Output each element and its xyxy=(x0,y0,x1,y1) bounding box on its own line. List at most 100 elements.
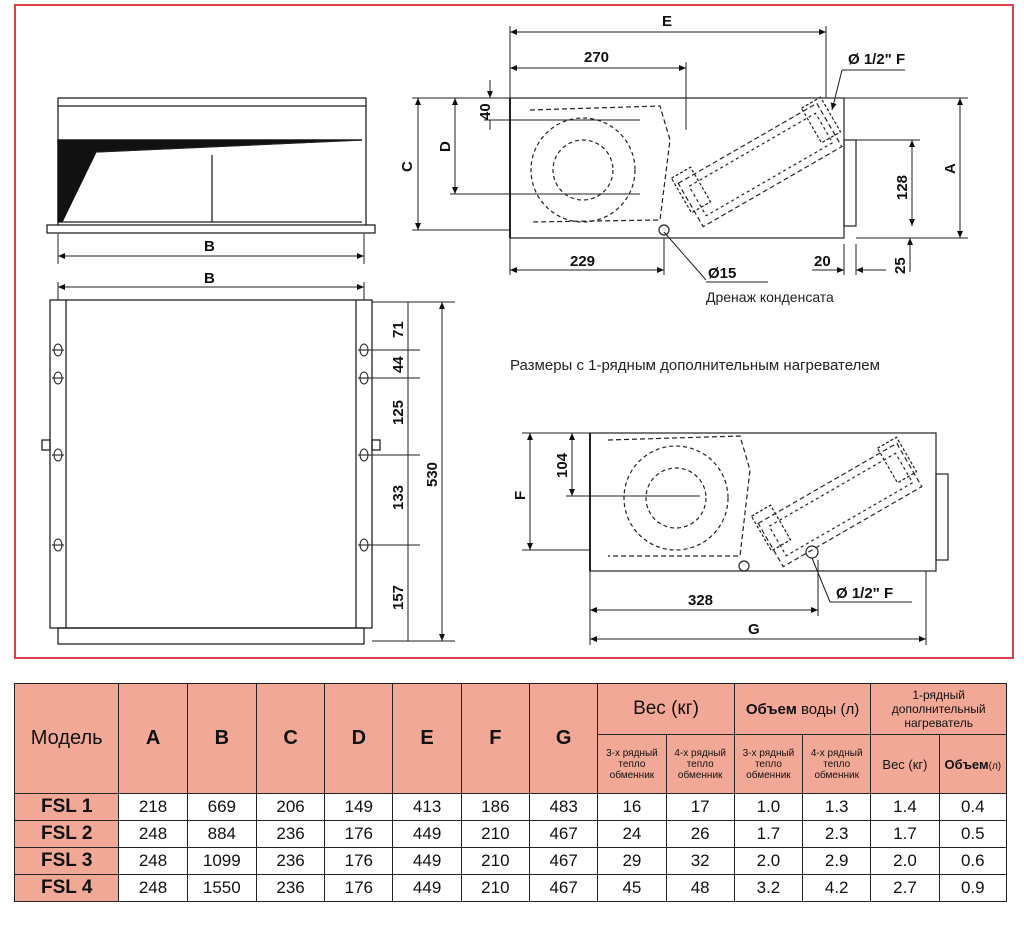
dim-530-label: 530 xyxy=(424,462,441,487)
dim-20-label: 20 xyxy=(814,253,831,270)
model-cell: FSL 2 xyxy=(13,820,120,848)
value-cell: 413 xyxy=(392,793,462,821)
dim-a-label: A xyxy=(942,163,959,174)
dim-125-label: 125 xyxy=(390,400,407,425)
top-view xyxy=(41,299,381,645)
dim-133-label: 133 xyxy=(390,485,407,510)
value-cell: 483 xyxy=(528,793,599,821)
value-cell: 17 xyxy=(665,793,735,821)
header-weight-3row: 3-х рядный тепло обменник xyxy=(597,734,667,794)
value-cell: 24 xyxy=(597,820,667,848)
dim-229-label: 229 xyxy=(570,253,595,270)
value-cell: 449 xyxy=(392,847,462,875)
header-c: C xyxy=(255,683,326,794)
dim-g-label: G xyxy=(748,621,760,638)
value-cell: 248 xyxy=(118,820,188,848)
dim-270-label: 270 xyxy=(584,49,609,66)
value-cell: 0.4 xyxy=(938,793,1008,821)
header-water-volume-bold: Объем xyxy=(745,700,797,718)
value-cell: 0.5 xyxy=(938,820,1008,848)
side-view-dims xyxy=(412,26,968,283)
drain-label: Дренаж конденсата xyxy=(706,289,834,305)
dim-104-label: 104 xyxy=(554,452,571,478)
value-cell: 16 xyxy=(597,793,667,821)
value-cell: 176 xyxy=(324,874,394,902)
header-model: Модель xyxy=(13,683,120,794)
value-cell: 26 xyxy=(665,820,735,848)
dim-44-label: 44 xyxy=(390,356,407,373)
value-cell: 186 xyxy=(460,793,531,821)
dim-40-label: 40 xyxy=(477,103,494,120)
value-cell: 1.4 xyxy=(870,793,940,821)
header-heater-volume-unit: (л) xyxy=(988,760,1002,772)
value-cell: 669 xyxy=(186,793,257,821)
header-a: A xyxy=(118,683,188,794)
value-cell: 3.2 xyxy=(733,874,804,902)
value-cell: 4.2 xyxy=(802,874,872,902)
value-cell: 210 xyxy=(460,820,531,848)
header-heater-weight: Вес (кг) xyxy=(870,734,940,794)
dim-e-label: E xyxy=(662,13,672,30)
model-cell: FSL 4 xyxy=(13,874,120,902)
value-cell: 2.7 xyxy=(870,874,940,902)
heater-side-view-dims xyxy=(522,432,927,645)
vertical-dims xyxy=(368,301,455,642)
header-weight-4row: 4-х рядный тепло обменник xyxy=(665,734,735,794)
value-cell: 1.3 xyxy=(802,793,872,821)
dim-f-label: F xyxy=(512,491,529,500)
dim-d-label: D xyxy=(437,141,454,152)
value-cell: 0.6 xyxy=(938,847,1008,875)
value-cell: 210 xyxy=(460,847,531,875)
value-cell: 176 xyxy=(324,820,394,848)
header-water-volume: Объем воды (л) xyxy=(733,683,872,735)
value-cell: 2.9 xyxy=(802,847,872,875)
value-cell: 218 xyxy=(118,793,188,821)
header-volume-4row: 4-х рядный тепло обменник xyxy=(802,734,872,794)
dim-pipe-bottom-label: Ø 1/2" F xyxy=(836,585,893,602)
value-cell: 236 xyxy=(255,847,326,875)
header-heater-volume-word: Объем xyxy=(944,756,989,772)
dim-128-label: 128 xyxy=(894,175,911,200)
header-b: B xyxy=(186,683,257,794)
header-f: F xyxy=(460,683,531,794)
value-cell: 2.3 xyxy=(802,820,872,848)
heater-side-view xyxy=(589,432,949,572)
mounting-holes xyxy=(52,343,370,552)
dim-328-label: 328 xyxy=(688,592,713,609)
value-cell: 2.0 xyxy=(733,847,804,875)
header-water-volume-rest: воды (л) xyxy=(796,700,860,718)
dim-c-label: C xyxy=(399,161,416,172)
value-cell: 149 xyxy=(324,793,394,821)
value-cell: 1.7 xyxy=(870,820,940,848)
value-cell: 210 xyxy=(460,874,531,902)
value-cell: 236 xyxy=(255,874,326,902)
header-heater: 1-рядный дополнительный нагреватель xyxy=(870,683,1007,735)
dim-25-label: 25 xyxy=(892,257,909,274)
value-cell: 248 xyxy=(118,874,188,902)
dim-b-front-label: B xyxy=(204,238,215,255)
model-cell: FSL 1 xyxy=(13,793,120,821)
value-cell: 1099 xyxy=(186,847,257,875)
value-cell: 48 xyxy=(665,874,735,902)
header-weight: Вес (кг) xyxy=(597,683,735,735)
dim-b-top-label: B xyxy=(204,270,215,287)
value-cell: 236 xyxy=(255,820,326,848)
dim-b-top xyxy=(57,282,365,300)
header-g: G xyxy=(528,683,599,794)
front-view xyxy=(46,97,376,234)
dim-157-label: 157 xyxy=(390,585,407,610)
value-cell: 1.0 xyxy=(733,793,804,821)
heater-caption: Размеры с 1-рядным дополнительным нагрев… xyxy=(510,357,880,374)
value-cell: 248 xyxy=(118,847,188,875)
drain-diameter-label: Ø15 xyxy=(708,265,736,282)
value-cell: 29 xyxy=(597,847,667,875)
model-cell: FSL 3 xyxy=(13,847,120,875)
value-cell: 2.0 xyxy=(870,847,940,875)
header-heater-volume: Объем(л) xyxy=(938,734,1008,794)
value-cell: 176 xyxy=(324,847,394,875)
value-cell: 45 xyxy=(597,874,667,902)
